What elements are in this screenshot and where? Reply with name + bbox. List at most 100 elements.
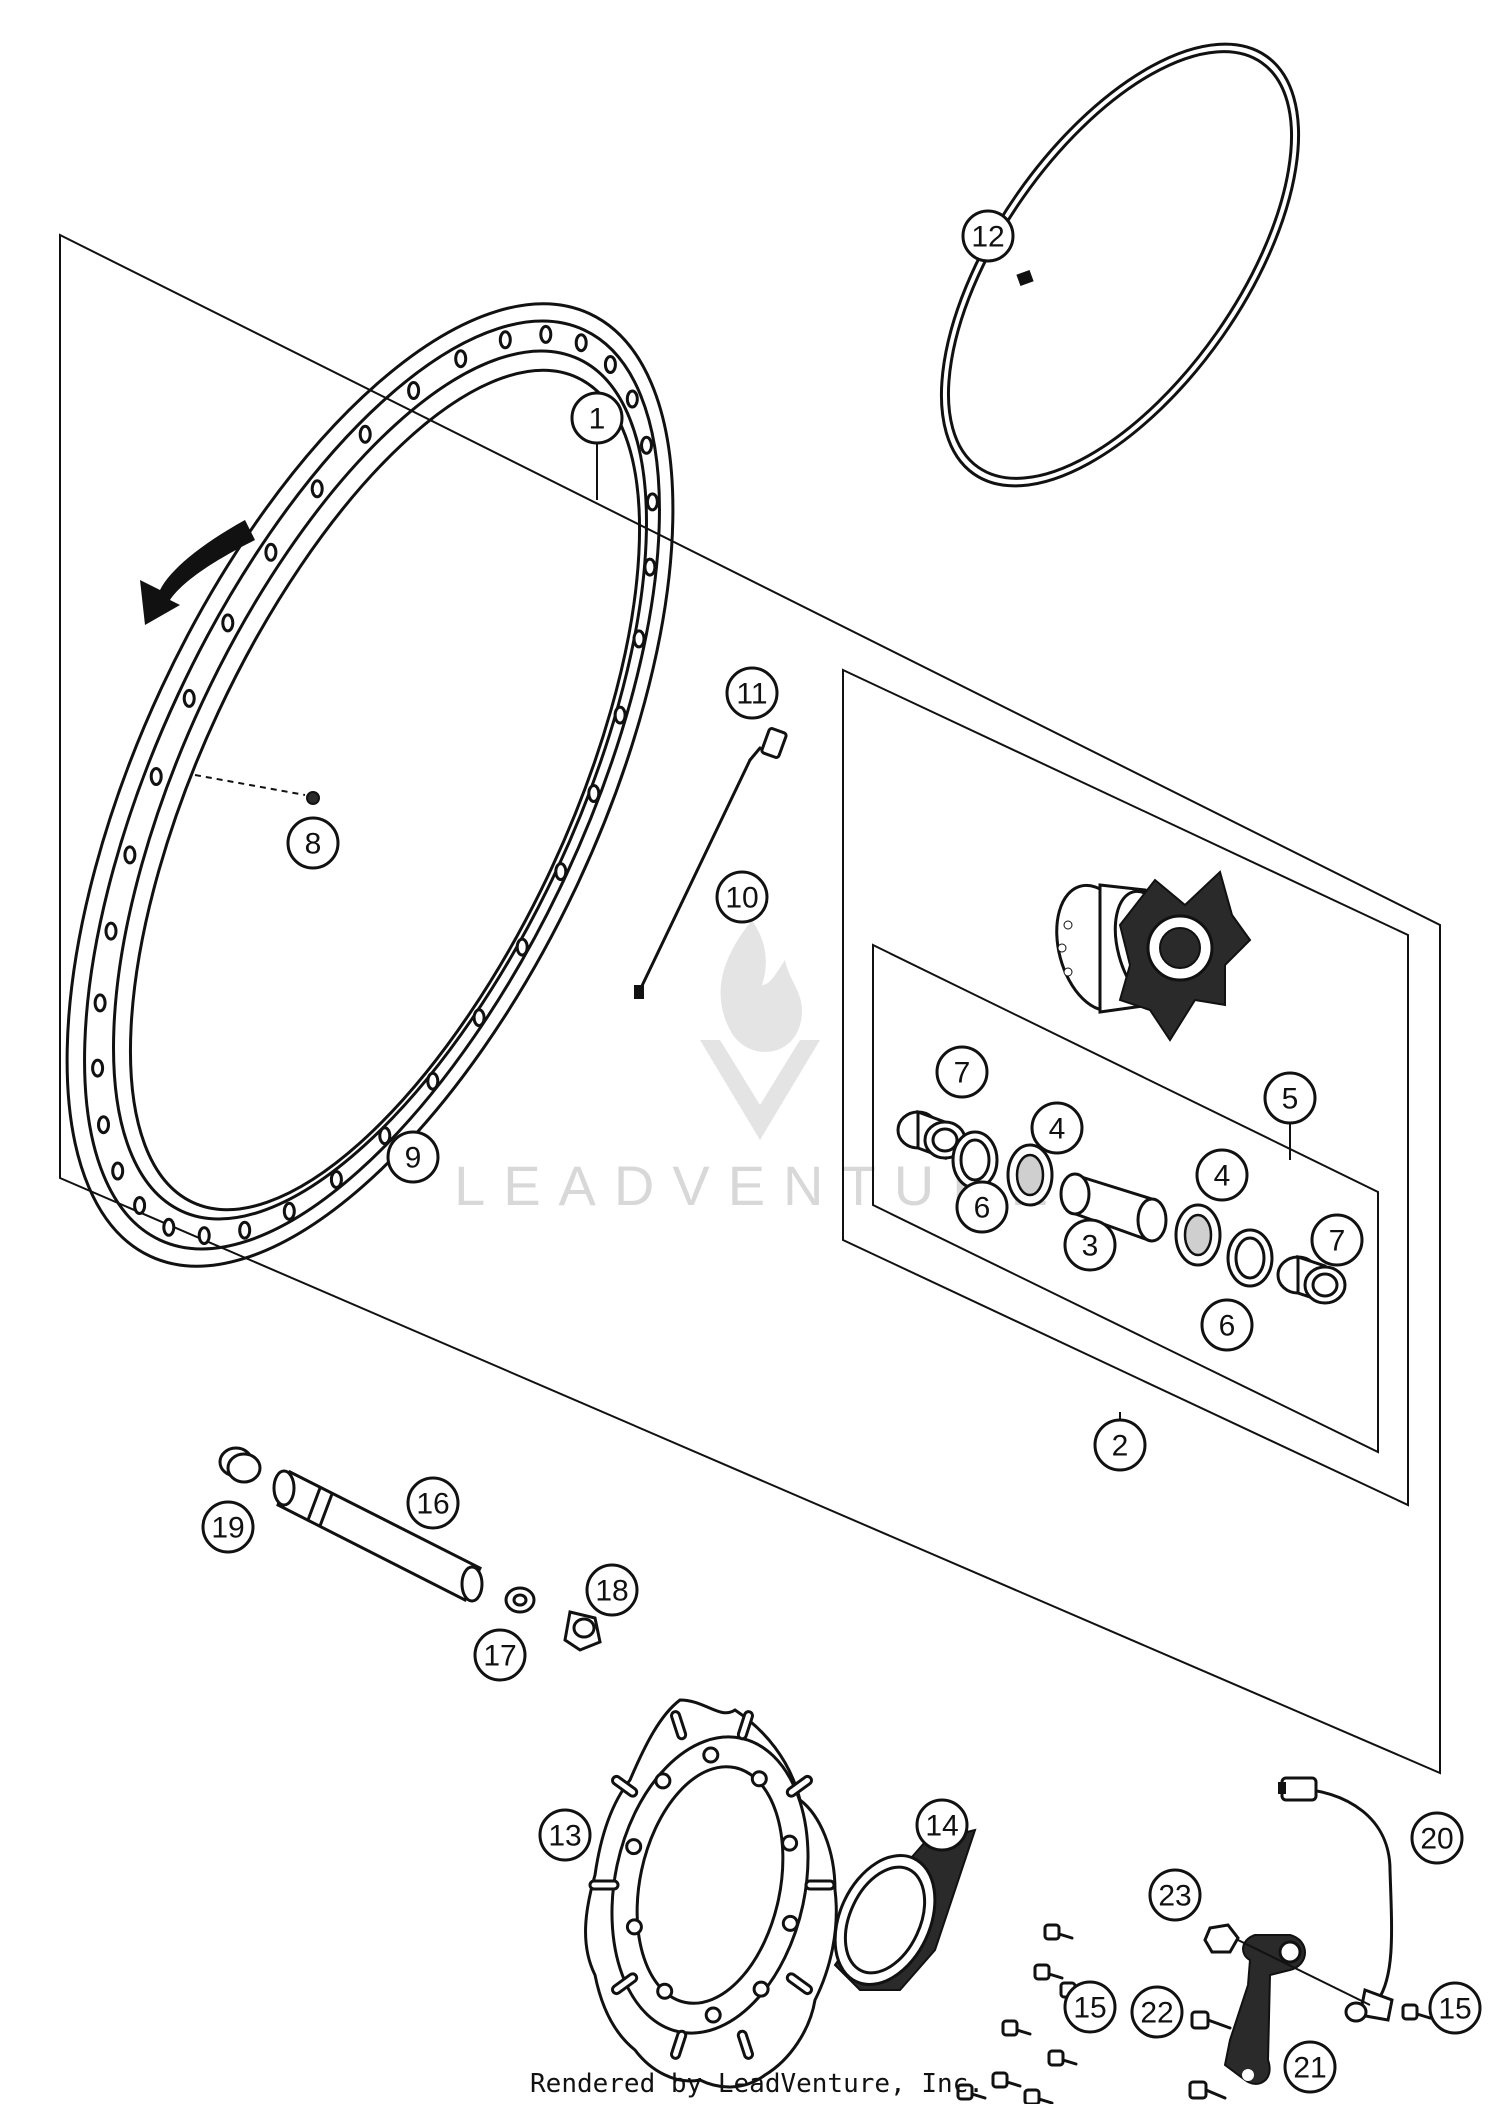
brake-disc-vent <box>736 2029 754 2060</box>
screw-shank <box>1015 2028 1032 2036</box>
svg-text:2: 2 <box>1112 1430 1129 1463</box>
abs-tone-ring <box>833 1828 977 1991</box>
callout-3: 3 <box>1063 1218 1117 1272</box>
rim-spoke-hole <box>133 1196 147 1215</box>
callout-7a: 7 <box>935 1045 989 1099</box>
rim-spoke-hole <box>162 1217 176 1237</box>
washer-17 <box>504 1586 536 1614</box>
brake-disc-vent <box>611 1774 639 1798</box>
callout-9: 9 <box>386 1130 440 1184</box>
hub-assembly-panel <box>842 668 1409 1507</box>
brake-disc-rivet <box>654 1772 672 1790</box>
svg-text:6: 6 <box>1219 1310 1236 1343</box>
watermark: LEADVENTURE <box>454 920 1066 1217</box>
rim-spoke-hole <box>625 389 639 409</box>
rim-spoke-hole <box>221 613 235 633</box>
callout-23: 23 <box>1148 1868 1202 1922</box>
rim-spoke-hole <box>640 435 653 455</box>
callout-21: 21 <box>1283 2040 1337 2094</box>
render-credit: Rendered by LeadVenture, Inc. <box>530 2069 984 2099</box>
rim-spoke-hole <box>93 993 107 1013</box>
callout-6a: 6 <box>955 1180 1009 1234</box>
screw-head <box>1001 2019 1019 2037</box>
svg-text:14: 14 <box>925 1810 958 1843</box>
callout-18: 18 <box>585 1563 639 1617</box>
rim-spoke-hole <box>645 492 659 512</box>
callout-labels: 1 2 3 4 4 5 6 6 7 7 8 9 10 11 12 13 14 1… <box>201 209 1482 2094</box>
wheel-hub <box>1055 870 1252 1042</box>
callout-15a: 15 <box>1063 1980 1117 2034</box>
rim-spoke-hole <box>238 1220 252 1240</box>
abs-sensor <box>1278 1776 1394 2023</box>
brake-disc-rivet <box>752 1980 770 1998</box>
brake-disc-vent <box>588 1879 620 1891</box>
rim-spoke-hole <box>91 1058 105 1078</box>
brake-disc-rivet <box>704 2006 722 2024</box>
rim-spoke-hole <box>97 1115 110 1135</box>
rim-spoke-hole <box>454 349 468 369</box>
callout-20: 20 <box>1410 1811 1464 1865</box>
callout-19: 19 <box>201 1500 255 1554</box>
rim-spoke-hole <box>515 937 529 957</box>
rim-spoke-hole <box>587 784 601 803</box>
svg-text:12: 12 <box>971 221 1004 254</box>
spoke-nipple <box>306 791 320 805</box>
callout-5: 5 <box>1263 1071 1317 1125</box>
callout-2: 2 <box>1093 1418 1147 1472</box>
brake-disc-vent <box>670 2029 688 2060</box>
screws-15 <box>956 1923 1432 2104</box>
rim-spoke-hole <box>264 542 278 562</box>
svg-text:22: 22 <box>1140 1997 1173 2030</box>
screw-head <box>991 2071 1009 2089</box>
svg-text:7: 7 <box>954 1057 971 1090</box>
svg-text:5: 5 <box>1282 1083 1299 1116</box>
callout-10: 10 <box>715 870 769 924</box>
rim-spoke-hole <box>498 330 512 350</box>
wheel-assembly-panel <box>59 233 1441 1775</box>
brake-disc <box>584 1698 838 2089</box>
screw-shank <box>1415 2012 1432 2020</box>
wheel-spindle-16 <box>272 1469 484 1603</box>
brake-disc-vent <box>736 1710 754 1741</box>
callout-4b: 4 <box>1195 1148 1249 1202</box>
axle-parts <box>218 1446 602 1652</box>
callout-14: 14 <box>915 1798 969 1852</box>
svg-text:11: 11 <box>736 678 767 711</box>
rotation-arrow-icon <box>140 520 255 625</box>
sensor-bracket <box>1223 1934 1306 2085</box>
rim-spoke-hole <box>149 767 163 786</box>
screw-shank <box>1037 2097 1054 2104</box>
watermark-text: LEADVENTURE <box>454 1154 1066 1217</box>
callout-13: 13 <box>538 1808 592 1862</box>
rim-spoke-hole <box>123 845 137 865</box>
svg-text:7: 7 <box>1329 1225 1346 1258</box>
watermark-v-icon <box>700 1040 820 1140</box>
svg-text:6: 6 <box>974 1192 991 1225</box>
callout-11: 11 <box>725 666 779 720</box>
rim-spoke-hole <box>104 921 118 941</box>
brake-disc-rivet <box>625 1838 643 1856</box>
svg-text:4: 4 <box>1214 1160 1231 1193</box>
callout-7b: 7 <box>1310 1213 1364 1267</box>
rim-spoke-hole <box>310 479 324 499</box>
bolts-22 <box>1188 2010 1232 2100</box>
callout-1: 1 <box>570 391 624 445</box>
svg-text:13: 13 <box>548 1820 581 1853</box>
svg-text:17: 17 <box>483 1640 516 1673</box>
screw-shank <box>1057 1932 1074 1940</box>
rim-spoke-hole <box>472 1008 486 1028</box>
brake-disc-vent <box>670 1710 688 1741</box>
screw-head <box>1033 1963 1051 1981</box>
screw-shank <box>970 2092 987 2100</box>
svg-text:4: 4 <box>1049 1113 1066 1146</box>
bearing-4-right <box>1174 1203 1222 1267</box>
callout-22: 22 <box>1130 1985 1184 2039</box>
rim-spoke-hole <box>539 324 553 344</box>
svg-text:16: 16 <box>416 1488 449 1521</box>
svg-text:20: 20 <box>1420 1823 1453 1856</box>
svg-text:15: 15 <box>1438 1993 1471 2026</box>
svg-text:3: 3 <box>1082 1230 1099 1263</box>
rim-spoke-hole <box>643 557 657 577</box>
spoke <box>634 746 762 999</box>
